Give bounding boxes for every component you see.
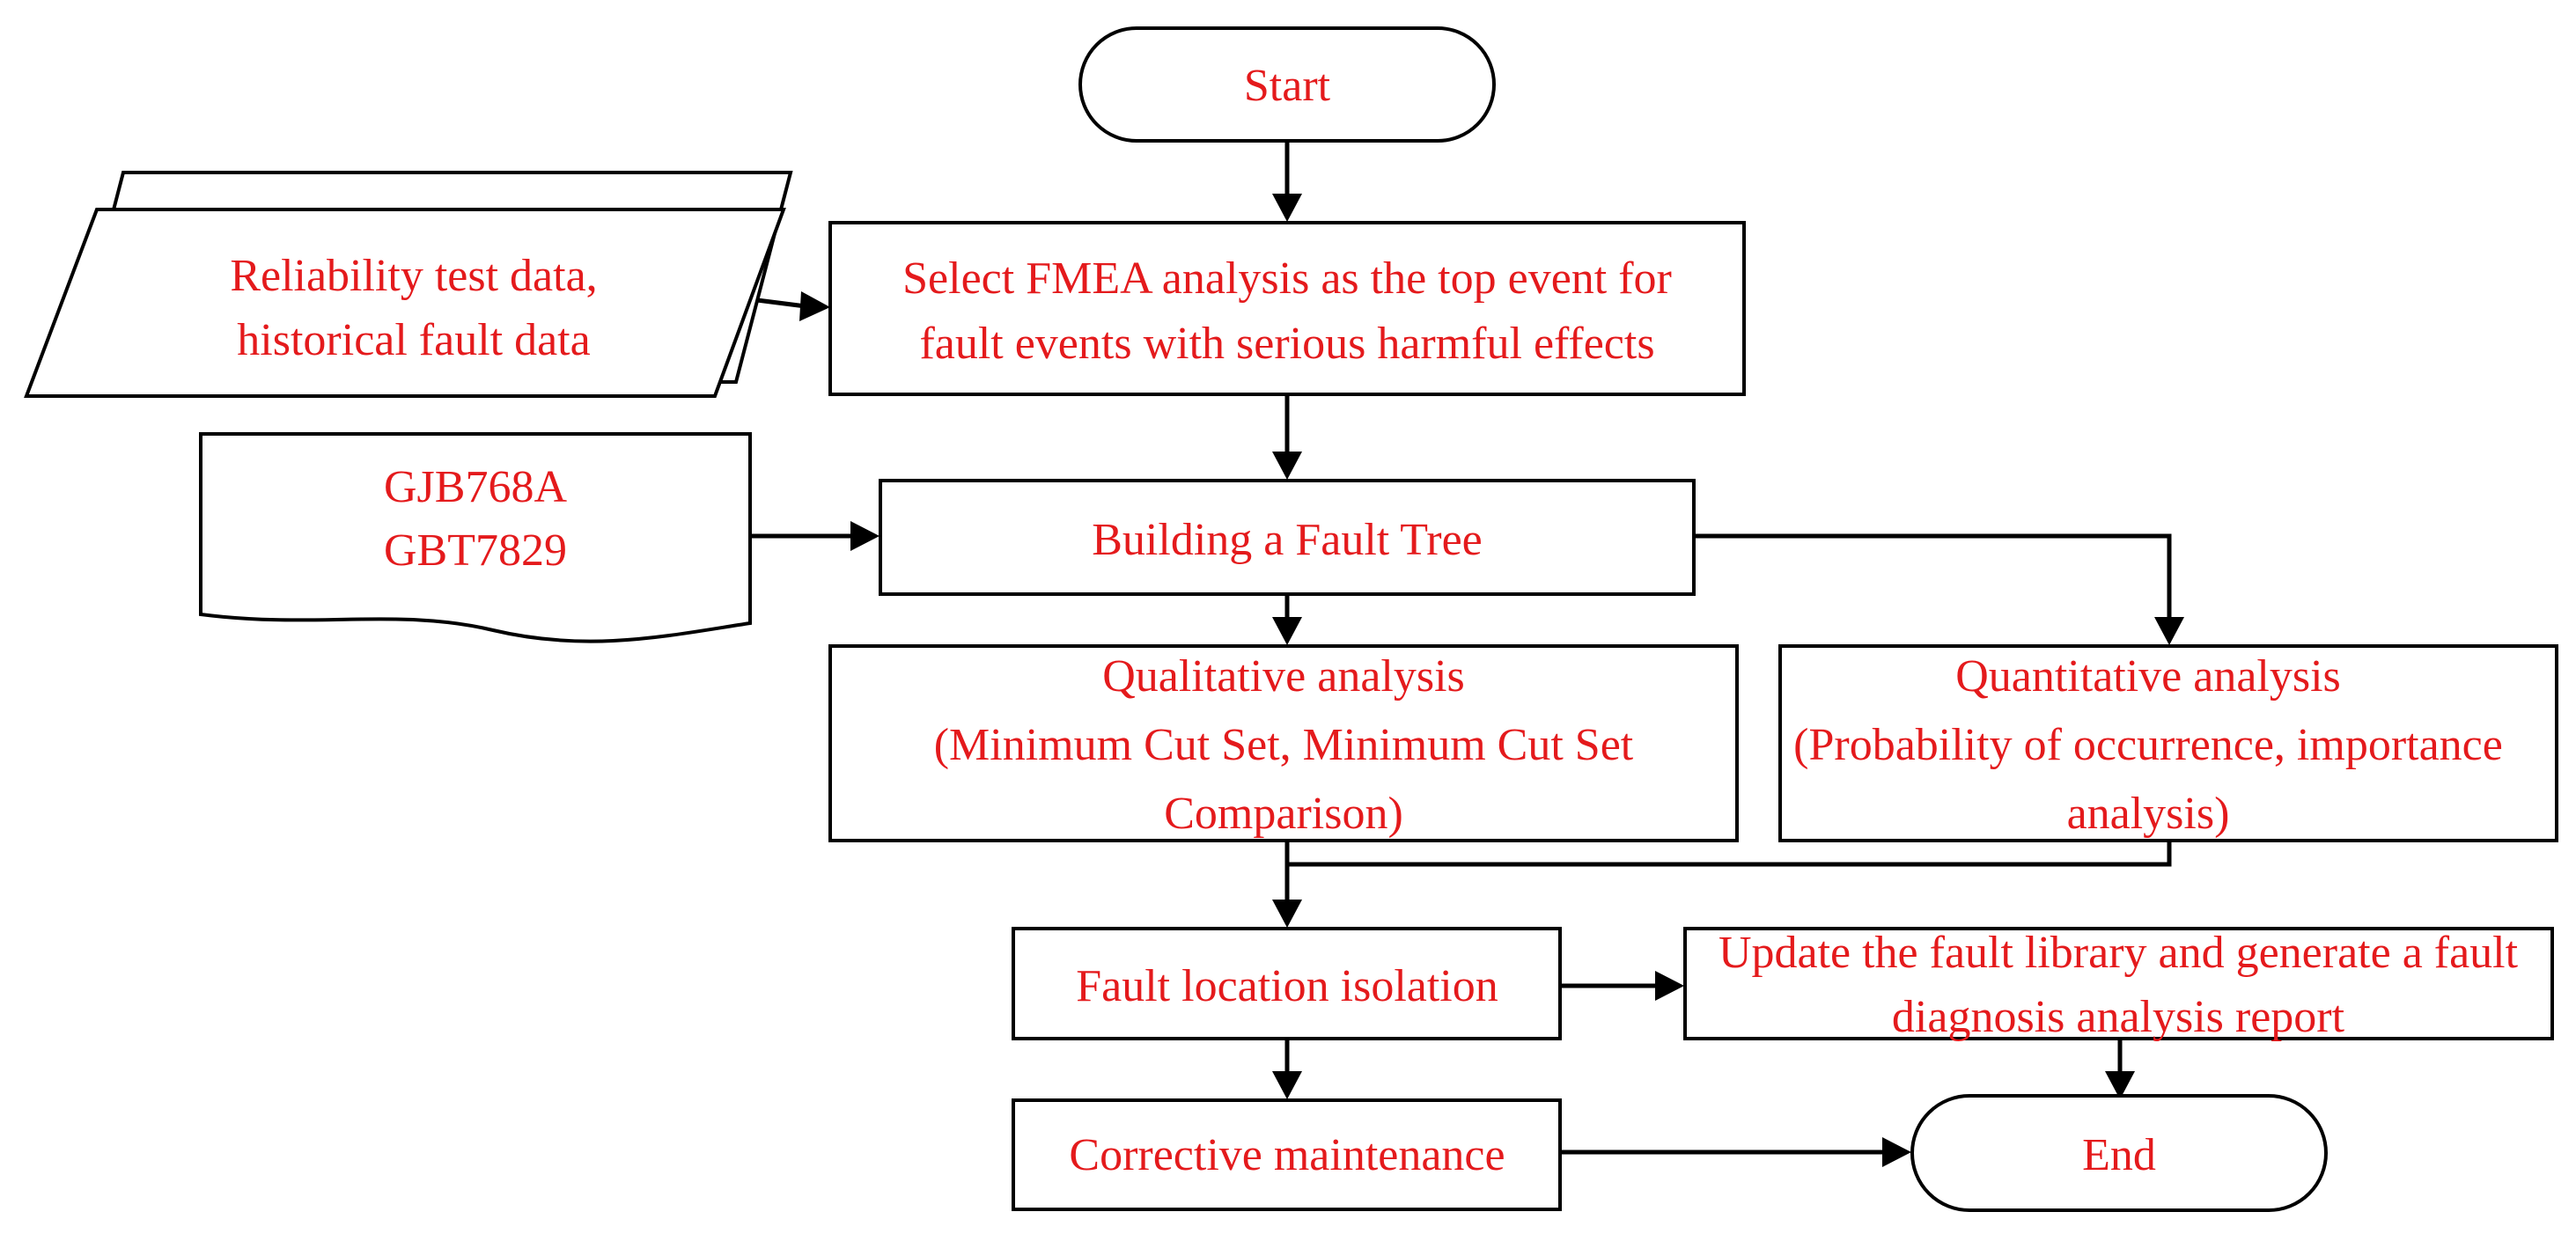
quantitative-line-2: (Probability of occurrence, importance bbox=[1793, 720, 2503, 770]
input-data-node: Reliability test data, historical fault … bbox=[24, 171, 793, 398]
arrowhead bbox=[1272, 900, 1302, 928]
qualitative-line-1: Qualitative analysis bbox=[1102, 651, 1465, 701]
end-node: End bbox=[1910, 1094, 2328, 1212]
arrowhead bbox=[799, 291, 830, 321]
end-label: End bbox=[2082, 1130, 2156, 1180]
start-label: Start bbox=[1244, 61, 1331, 111]
quantitative-line-1: Quantitative analysis bbox=[1955, 651, 2341, 701]
edge-build-to-quantitative bbox=[1694, 533, 2172, 621]
quantitative-line-3: analysis) bbox=[2067, 789, 2230, 839]
arrowhead bbox=[2105, 1071, 2135, 1099]
qualitative-line-2: (Minimum Cut Set, Minimum Cut Set bbox=[934, 720, 1634, 770]
fault-isolation-label: Fault location isolation bbox=[1076, 961, 1498, 1011]
start-node: Start bbox=[1078, 26, 1496, 143]
build-tree-node: Building a Fault Tree bbox=[879, 479, 1696, 596]
corrective-node: Corrective maintenance bbox=[1012, 1098, 1562, 1211]
fault-isolation-node: Fault location isolation bbox=[1012, 927, 1562, 1040]
arrowhead bbox=[850, 521, 880, 551]
select-fmea-line-1: Select FMEA analysis as the top event fo… bbox=[902, 253, 1672, 304]
quantitative-node: Quantitative analysis (Probability of oc… bbox=[1778, 644, 2558, 842]
select-fmea-line-2: fault events with serious harmful effect… bbox=[919, 319, 1654, 369]
arrowhead bbox=[1272, 617, 1302, 645]
arrowhead bbox=[1655, 971, 1684, 1001]
edge-data-to-select bbox=[749, 297, 806, 309]
update-library-line-2: diagnosis analysis report bbox=[1892, 992, 2345, 1042]
corrective-label: Corrective maintenance bbox=[1069, 1130, 1505, 1180]
qualitative-node: Qualitative analysis (Minimum Cut Set, M… bbox=[828, 644, 1739, 842]
select-fmea-node: Select FMEA analysis as the top event fo… bbox=[828, 221, 1746, 396]
arrowhead bbox=[1272, 452, 1302, 480]
input-data-line-1: Reliability test data, bbox=[230, 251, 597, 301]
arrowhead bbox=[2154, 617, 2184, 645]
standards-node: GJB768A GBT7829 bbox=[199, 432, 752, 643]
build-tree-label: Building a Fault Tree bbox=[1092, 515, 1482, 565]
input-data-line-2: historical fault data bbox=[237, 315, 590, 365]
update-library-node: Update the fault library and generate a … bbox=[1683, 927, 2554, 1042]
arrowhead bbox=[1882, 1137, 1911, 1167]
arrowhead bbox=[1272, 1071, 1302, 1099]
edge-quantitative-merge bbox=[1287, 841, 2172, 867]
qualitative-line-3: Comparison) bbox=[1164, 789, 1403, 839]
update-library-line-1: Update the fault library and generate a … bbox=[1719, 928, 2519, 978]
standards-line-2: GBT7829 bbox=[384, 525, 567, 576]
edges bbox=[749, 141, 2184, 1167]
arrowhead bbox=[1272, 194, 1302, 222]
standards-line-1: GJB768A bbox=[384, 462, 567, 512]
